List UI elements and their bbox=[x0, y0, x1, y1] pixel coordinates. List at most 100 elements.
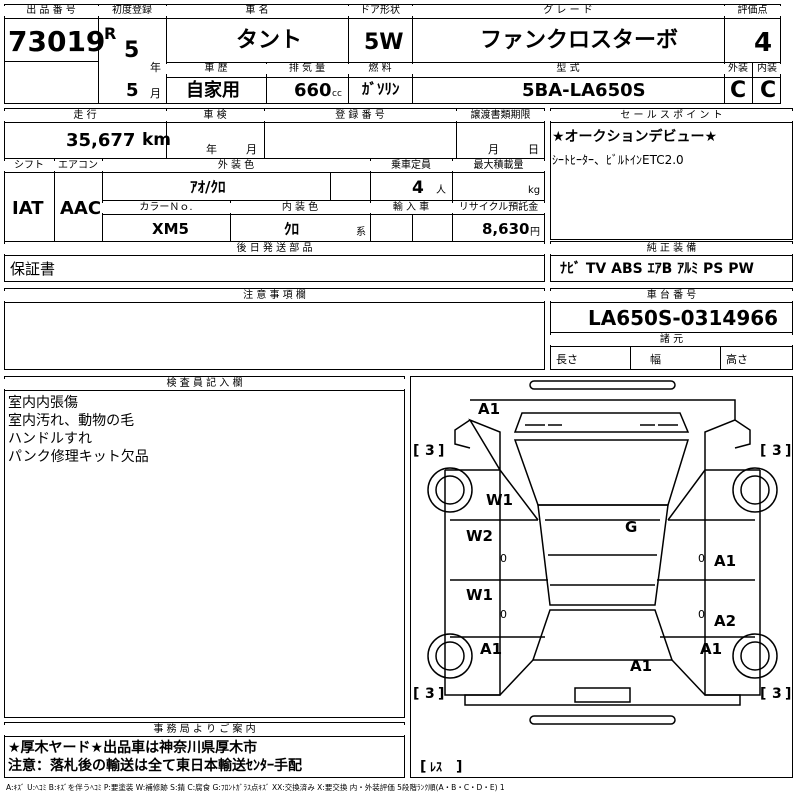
grade-label: グ レ ー ド bbox=[412, 6, 724, 16]
era-letter: R bbox=[104, 24, 117, 43]
tire-tread-front-left: 3 bbox=[425, 443, 435, 459]
tire-label-rear-right-close: ] bbox=[785, 686, 791, 702]
notes-label: 注 意 事 項 欄 bbox=[4, 291, 545, 301]
chassis-number: LA650S-0314966 bbox=[588, 306, 779, 330]
aircon-label: エアコン bbox=[54, 161, 102, 171]
exterior-label: 外装 bbox=[724, 64, 752, 74]
inspector-box bbox=[4, 376, 405, 718]
width-label: 幅 bbox=[650, 353, 661, 366]
exterior-color-label: 外 装 色 bbox=[102, 161, 370, 171]
car-name-label: 車 名 bbox=[166, 6, 348, 16]
exterior-grade: C bbox=[730, 78, 747, 103]
recycle-unit: 円 bbox=[530, 227, 540, 238]
damage-code: W1 bbox=[466, 586, 493, 604]
damage-code: G bbox=[625, 518, 637, 536]
inspector-label: 検 査 員 記 入 欄 bbox=[4, 379, 405, 389]
damage-code: W2 bbox=[466, 527, 493, 545]
registration-year: 5 bbox=[124, 38, 140, 63]
tire-tread-rear-left: 3 bbox=[425, 686, 435, 702]
inspector-line: パンク修理キット欠品 bbox=[8, 449, 149, 465]
inspector-line: 室内内張傷 bbox=[8, 395, 78, 411]
office-line1: ★厚木ヤード★出品車は神奈川県厚木市 bbox=[8, 740, 258, 756]
door-label: ドア形状 bbox=[348, 6, 412, 16]
office-line2: 注意：落札後の輸送は全て東日本輸送ｾﾝﾀｰ手配 bbox=[8, 758, 302, 774]
damage-code: A1 bbox=[700, 640, 722, 658]
capacity-unit: 人 bbox=[436, 185, 446, 196]
sales-point-line1: ★オークションデビュー★ bbox=[552, 129, 718, 145]
inspector-line: ハンドルすれ bbox=[8, 431, 92, 447]
tire-label-rear-left-close: ] bbox=[438, 686, 444, 702]
fuel-label: 燃 料 bbox=[348, 64, 412, 74]
tire-label-front-right: [ bbox=[760, 443, 766, 459]
damage-code: A1 bbox=[630, 657, 652, 675]
score-label: 評価点 bbox=[724, 6, 781, 16]
legend-text: A:ｷｽﾞ U:ﾍｺﾐ B:ｷｽﾞを伴うﾍｺﾐ P:要塗装 W:補修跡 S:錆 … bbox=[6, 783, 505, 792]
model-label: 型 式 bbox=[412, 64, 724, 74]
damage-code: A1 bbox=[480, 640, 502, 658]
model-value: 5BA-LA650S bbox=[522, 80, 646, 101]
office-label: 事 務 局 よ り ご 案 内 bbox=[4, 725, 405, 735]
grade-value: ファンクロスターボ bbox=[480, 28, 679, 53]
inspector-line: 室内汚れ、動物の毛 bbox=[8, 413, 135, 429]
equipment-box bbox=[550, 241, 793, 282]
max-load-label: 最大積載量 bbox=[452, 161, 545, 171]
interior-color-unit: 系 bbox=[356, 227, 366, 238]
sales-point-label: セ ー ル ス ポ イ ン ト bbox=[550, 111, 793, 121]
lot-number: 73019 bbox=[8, 25, 106, 58]
capacity-label: 乗車定員 bbox=[370, 161, 452, 171]
month-unit: 月 bbox=[150, 87, 161, 100]
exterior-color-value: ｱｵ/ｸﾛ bbox=[190, 178, 226, 196]
interior-color-value: ｸﾛ bbox=[284, 220, 300, 238]
spare-tire-close: ] bbox=[456, 759, 462, 775]
tire-label-front-right-close: ] bbox=[785, 443, 791, 459]
header-table bbox=[4, 4, 781, 104]
interior-color-label: 内 装 色 bbox=[230, 203, 370, 213]
equipment-label: 純 正 装 備 bbox=[550, 244, 793, 254]
car-name: タント bbox=[236, 28, 303, 53]
door-handle-mark: 0 bbox=[698, 552, 705, 565]
mileage-label: 走 行 bbox=[4, 111, 166, 121]
spare-tire-value: ﾚｽ bbox=[430, 760, 442, 774]
notes-box bbox=[4, 288, 545, 370]
displacement-label: 排 気 量 bbox=[266, 64, 348, 74]
inspection-year-unit: 年 bbox=[206, 143, 217, 156]
shift-value: IAT bbox=[12, 198, 44, 219]
sales-point-box bbox=[550, 108, 793, 240]
interior-grade: C bbox=[760, 78, 777, 103]
aircon-value: AAC bbox=[60, 198, 102, 219]
office-box bbox=[4, 722, 405, 778]
door-value: 5W bbox=[364, 30, 404, 55]
tire-tread-front-right: 3 bbox=[772, 443, 782, 459]
later-parts-label: 後 日 発 送 部 品 bbox=[4, 244, 545, 254]
capacity-value: 4 bbox=[412, 178, 424, 198]
registration-number-label: 登 録 番 号 bbox=[264, 111, 456, 121]
damage-code: A2 bbox=[714, 612, 736, 630]
max-load-unit: kg bbox=[528, 185, 541, 196]
import-label: 輸 入 車 bbox=[370, 203, 452, 213]
tire-label-rear-right: [ bbox=[760, 686, 766, 702]
tire-tread-rear-right: 3 bbox=[772, 686, 782, 702]
first-registration-label: 初度登録 bbox=[98, 6, 166, 16]
height-label: 高さ bbox=[726, 353, 748, 366]
lot-number-label: 出 品 番 号 bbox=[4, 6, 98, 16]
door-handle-mark: 0 bbox=[698, 608, 705, 621]
displacement-unit: cc bbox=[332, 89, 342, 99]
registration-month: 5 bbox=[126, 80, 139, 101]
damage-code: W1 bbox=[486, 491, 513, 509]
sales-point-line2: ｼｰﾄﾋｰﾀｰ、ﾋﾞﾙﾄｲﾝETC2.0 bbox=[552, 153, 684, 167]
door-handle-mark: 0 bbox=[500, 552, 507, 565]
year-unit: 年 bbox=[150, 61, 161, 74]
mileage-value: 35,677 bbox=[66, 130, 136, 151]
spare-tire-open: [ bbox=[420, 759, 426, 775]
damage-code: A1 bbox=[714, 552, 736, 570]
shift-label: シフト bbox=[4, 161, 54, 171]
tire-label-front-left: [ bbox=[413, 443, 419, 459]
score-value: 4 bbox=[754, 28, 773, 58]
history-value: 自家用 bbox=[186, 80, 240, 101]
chassis-label: 車 台 番 号 bbox=[550, 291, 793, 301]
recycle-value: 8,630 bbox=[482, 220, 530, 238]
vehicle-info-table bbox=[4, 108, 545, 282]
recycle-label: リサイクル預託金 bbox=[452, 203, 545, 213]
tire-label-front-left-close: ] bbox=[438, 443, 444, 459]
